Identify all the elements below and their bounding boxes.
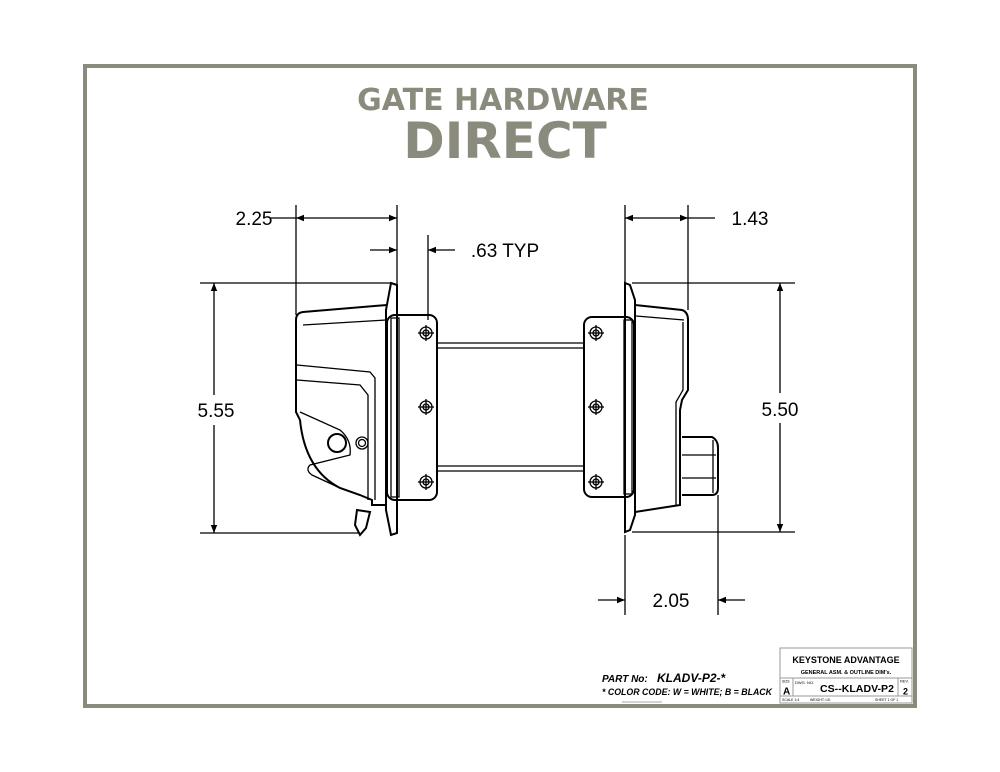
company-name: KEYSTONE ADVANTAGE: [792, 655, 899, 665]
screw-icon: [418, 399, 434, 415]
screw-icon: [418, 325, 434, 341]
brand-line2: DIRECT: [403, 112, 607, 170]
revision: 2: [903, 687, 908, 697]
screw-icon: [418, 474, 434, 490]
brand-line1: GATE HARDWARE: [357, 83, 649, 118]
right-lock-housing: [624, 281, 719, 534]
weight: WEIGHT: LB.: [810, 698, 831, 702]
dimension-lines: [200, 205, 795, 615]
screw-icon: [588, 474, 604, 490]
part-no: KLADV-P2-*: [657, 671, 727, 685]
screw-icon: [588, 325, 604, 341]
dim-right-width: 1.43: [732, 209, 769, 230]
left-lock-housing: [295, 281, 398, 537]
right-screws: [588, 325, 604, 490]
part-no-label: PART No:: [602, 674, 648, 685]
dim-left-width: 2.25: [236, 209, 273, 230]
color-code: * COLOR CODE: W = WHITE; B = BLACK: [602, 687, 773, 698]
rev-label: REV.: [900, 679, 909, 684]
scale: SCALE 1:4: [782, 698, 799, 702]
dwg-label: DWG. NO.: [795, 680, 814, 685]
sheet-number: SHEET 1 OF 1: [875, 698, 898, 702]
dim-right-height: 5.50: [762, 400, 799, 421]
title-block: KEYSTONE ADVANTAGE GENERAL ASM. & OUTLIN…: [779, 647, 913, 704]
screw-icon: [588, 399, 604, 415]
size-label: SIZE: [782, 680, 790, 684]
drawing-number: CS--KLADV-P2: [820, 683, 894, 695]
dim-typ: .63 TYP: [471, 241, 539, 262]
dim-left-height: 5.55: [198, 401, 235, 422]
dim-knob-offset: 2.05: [653, 591, 690, 612]
left-screws: [418, 325, 434, 490]
drawing-description: GENERAL ASM. & OUTLINE DIM's.: [801, 670, 892, 676]
size-value: A: [783, 687, 790, 698]
left-mounting-plate: [386, 314, 438, 501]
spindle-bars: [437, 342, 583, 472]
sheet-border: [83, 64, 917, 708]
